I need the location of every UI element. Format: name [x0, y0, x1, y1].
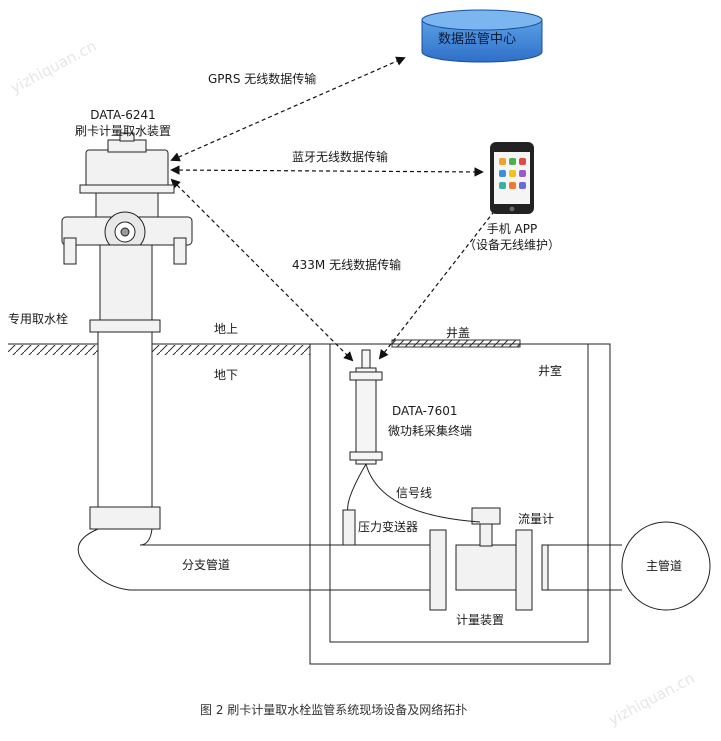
flow-meter-label: 流量计 [518, 512, 555, 526]
ground-above-label: 地上 [214, 322, 239, 336]
hydrant-side-label: 专用取水栓 [8, 312, 69, 326]
gprs-link [170, 56, 406, 162]
hydrant-name-label: 刷卡计量取水装置 [74, 124, 172, 138]
data-center-label: 数据监管中心 [438, 32, 517, 47]
bluetooth-link-label: 蓝牙无线数据传输 [292, 150, 389, 164]
main-pipe-circle [621, 521, 711, 611]
well-room-label: 井室 [538, 364, 563, 378]
pressure-signal-line [347, 463, 367, 513]
signal-line [365, 463, 481, 523]
phone-app-sublabel: （设备无线维护） [463, 238, 561, 252]
figure-caption: 图 2 刷卡计量取水栓监管系统现场设备及网络拓扑 [200, 703, 468, 717]
well-room-inner [329, 343, 589, 643]
metering-device-label: 计量装置 [456, 613, 505, 627]
signal-line-label: 信号线 [396, 486, 433, 500]
pressure-transmitter [342, 509, 356, 546]
radio433-link-label: 433M 无线数据传输 [292, 258, 402, 272]
metering-device [429, 507, 549, 611]
collection-terminal [349, 349, 383, 465]
data-center-cylinder [421, 9, 543, 63]
ground-below-label: 地下 [214, 368, 239, 382]
radio433-link-phone [378, 198, 505, 360]
branch-pipe [77, 528, 430, 591]
well-cover-label: 井盖 [446, 326, 471, 340]
hydrant [61, 132, 193, 333]
gprs-link-label: GPRS 无线数据传输 [208, 72, 317, 86]
riser-pipe [89, 331, 161, 530]
phone-icon [490, 142, 534, 214]
branch-pipe-label: 分支管道 [182, 558, 231, 572]
terminal-name-label: 微功耗采集终端 [388, 424, 473, 438]
main-pipe-section [548, 544, 622, 591]
pressure-transmitter-label: 压力变送器 [358, 520, 419, 534]
hydrant-model-label: DATA-6241 [90, 108, 156, 122]
terminal-model-label: DATA-7601 [392, 404, 458, 418]
main-pipe-label: 主管道 [646, 559, 683, 573]
radio433-link-hydrant [170, 178, 354, 362]
phone-app-label: 手机 APP [486, 222, 538, 236]
bluetooth-link [170, 165, 484, 177]
